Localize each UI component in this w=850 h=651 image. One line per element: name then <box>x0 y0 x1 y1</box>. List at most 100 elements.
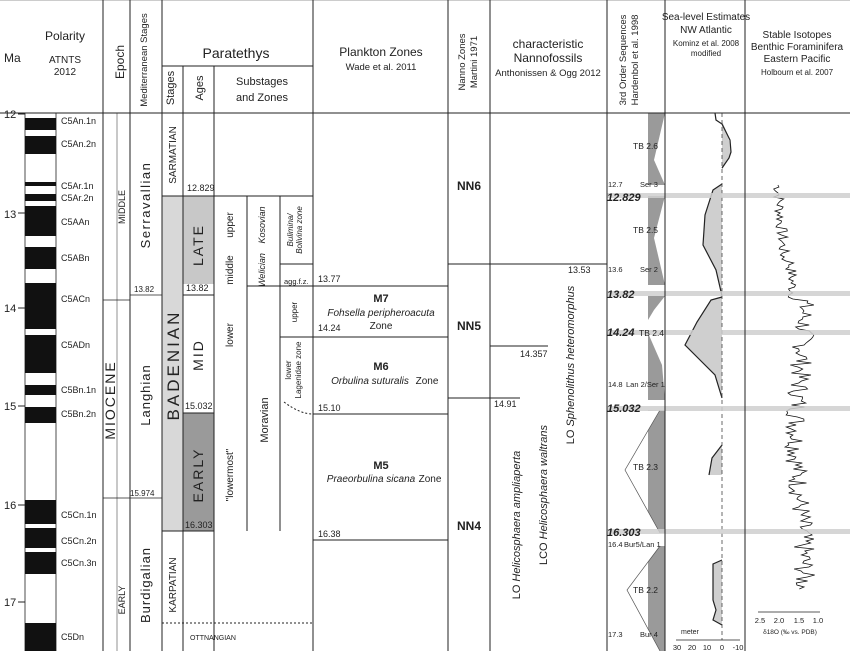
m5-zone: Zone <box>419 474 442 485</box>
stages-header: Stages <box>165 70 177 105</box>
mid-label: MID <box>190 339 206 371</box>
charfossils-ref: Anthonissen & Ogg 2012 <box>495 68 601 79</box>
badenian-label: BADENIAN <box>164 310 183 421</box>
s136: 13.6 <box>608 265 623 274</box>
s16303: 16.303 <box>607 527 641 539</box>
epoch-labels: MIDDLE MIOCENE EARLY <box>102 190 127 614</box>
ma-tick: 16 <box>4 500 16 512</box>
fos-1491: 14.91 <box>494 399 517 409</box>
welician-label: Welician <box>257 253 267 287</box>
s164: 16.4 <box>608 540 623 549</box>
langhian-label: Langhian <box>138 364 153 426</box>
sl-tick: 10 <box>703 643 711 651</box>
bur4: Bur 4 <box>640 630 658 639</box>
nanno-header-1: Nanno Zones <box>457 33 468 90</box>
polarity-bars <box>24 112 57 651</box>
tb23: TB 2.3 <box>633 462 658 472</box>
lan2: Lan 2/Ser 1 <box>626 380 665 389</box>
sequences-header-2: Hardenbol et al. 1998 <box>630 15 641 106</box>
age-1382: 13.82 <box>186 283 209 293</box>
lower-label: lower <box>225 322 236 347</box>
m6-label: M6 <box>373 361 388 373</box>
sealevel-axis: meter 30 20 10 0 -10 <box>673 629 744 651</box>
s1424: 14.24 <box>607 327 635 339</box>
ma-tick: 13 <box>4 209 16 221</box>
sequences-header-1: 3rd Order Sequences <box>618 14 629 105</box>
isotope-curve <box>772 184 815 590</box>
ma-axis: 12 13 14 15 16 17 <box>4 109 25 609</box>
ottnangian-label: OTTNANGIAN <box>190 635 236 642</box>
m5-name: Praeorbulina sicana <box>327 474 416 485</box>
s15032: 15.032 <box>607 403 641 415</box>
bulimina-label: Bulimina/ <box>286 213 295 247</box>
sarmatian-label: SARMATIAN <box>168 126 179 184</box>
nn4-label: NN4 <box>457 519 481 533</box>
lagenidae-label: Lagenidae zone <box>294 341 303 398</box>
chron-label: C5ACn <box>61 294 90 304</box>
fos-1353: 13.53 <box>568 265 591 275</box>
lo-amp-label: LO Helicosphaera ampliaperta <box>511 451 523 600</box>
sl-tick: -10 <box>733 643 744 651</box>
m7-name: Fohsella peripheroacuta <box>327 308 435 319</box>
ma-tick: 12 <box>4 109 16 121</box>
ma-tick: 15 <box>4 401 16 413</box>
early-epoch-label: EARLY <box>117 586 127 615</box>
upper-label: upper <box>225 212 236 238</box>
tb24: TB 2.4 <box>639 328 664 338</box>
kosovian-label: Kosovian <box>257 206 267 243</box>
serravallian-label: Serravallian <box>138 162 153 249</box>
miocene-label: MIOCENE <box>102 360 118 439</box>
ma-tick: 14 <box>4 303 16 315</box>
pl-1510: 15.10 <box>318 403 341 413</box>
chron-label: C5Cn.1n <box>61 510 97 520</box>
sl-tick: 20 <box>688 643 696 651</box>
iso-tick: 2.0 <box>774 616 784 625</box>
med-1382: 13.82 <box>134 285 155 294</box>
chron-label: C5Bn.1n <box>61 385 96 395</box>
lo-het-label: LO Sphenolithus heteromorphus <box>565 285 577 444</box>
nanno-labels: NN6 NN5 NN4 <box>457 179 481 533</box>
med-stages-header: Mediterranean Stages <box>139 13 150 107</box>
sl-tick: 30 <box>673 643 681 651</box>
plankton-ref: Wade et al. 2011 <box>346 62 417 73</box>
plankton-header: Plankton Zones <box>339 45 422 59</box>
aggfz-label: agg.f.z. <box>284 277 309 286</box>
med-15974: 15.974 <box>130 489 155 498</box>
nanno-header-2: Martini 1971 <box>469 36 480 88</box>
chron-label: C5Bn.2n <box>61 409 96 419</box>
ser3: Ser 3 <box>640 180 658 189</box>
chron-label: C5Dn <box>61 632 84 642</box>
meter-label: meter <box>681 629 700 636</box>
age-15032: 15.032 <box>185 401 213 411</box>
lco-wal-label: LCO Helicosphaera waltrans <box>538 424 550 565</box>
ma-tick: 17 <box>4 597 16 609</box>
paratethys-header: Paratethys <box>203 45 270 61</box>
bolivina-label: Bolivina zone <box>295 206 304 254</box>
m6-zone: Zone <box>416 376 439 387</box>
s148: 14.8 <box>608 380 623 389</box>
plankton-labels: 13.77 M7 Fohsella peripheroacuta Zone 14… <box>318 274 442 539</box>
early-age-label: EARLY <box>190 448 206 503</box>
chron-label: C5Ar.1n <box>61 181 94 191</box>
m6-name: Orbulina suturalis <box>331 376 409 387</box>
ma-header: Ma <box>4 51 21 65</box>
age-16303: 16.303 <box>185 520 213 530</box>
chron-label: C5AAn <box>61 217 90 227</box>
pl-1638: 16.38 <box>318 529 341 539</box>
tb26: TB 2.6 <box>633 141 658 151</box>
m5-label: M5 <box>373 460 388 472</box>
sealevel-curve <box>684 112 732 640</box>
bur5: Bur5/Lan 1 <box>624 540 661 549</box>
fossil-labels: 13.53 14.357 14.91 LO Helicosphaera ampl… <box>494 263 607 600</box>
chron-label: C5An.2n <box>61 139 96 149</box>
chron-label: C5ABn <box>61 253 90 263</box>
zone-upper-label: upper <box>290 301 299 322</box>
